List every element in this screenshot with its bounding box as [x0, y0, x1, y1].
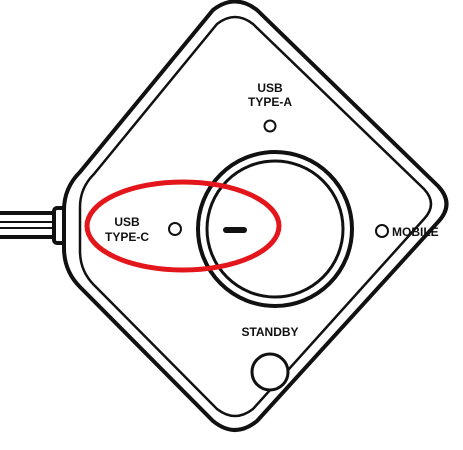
standby-button-icon[interactable]	[250, 352, 290, 392]
usb-type-c-label-line2: TYPE-C	[105, 230, 149, 244]
usb-type-a-indicator	[263, 119, 277, 133]
usb-type-c-label-line1: USB	[114, 215, 140, 229]
usb-type-a-label-line1: USB	[257, 81, 283, 95]
standby-label: STANDBY	[241, 325, 298, 339]
usb-type-c-indicator	[168, 222, 182, 236]
power-dial-icon[interactable]	[196, 150, 354, 308]
mobile-indicator	[375, 224, 389, 238]
highlight-ellipse	[84, 179, 282, 273]
mobile-label: MOBILE	[392, 225, 439, 239]
usb-type-a-label-line2: TYPE-A	[248, 95, 292, 109]
